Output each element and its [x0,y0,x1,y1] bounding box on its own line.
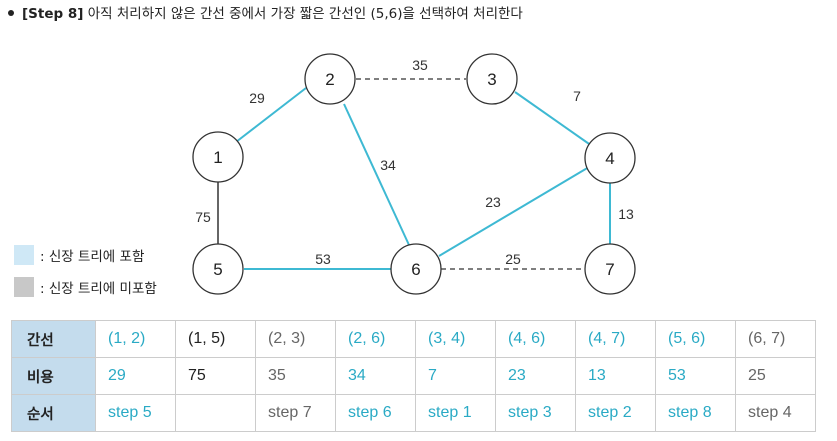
step-description: 아직 처리하지 않은 간선 중에서 가장 짧은 간선인 (5,6)을 선택하여 … [83,6,523,22]
edge-3-4 [514,91,593,147]
edge-cell: (5, 6) [655,320,736,358]
legend-included-swatch [14,245,34,265]
order-cell: step 1 [415,394,496,432]
cost-cell: 75 [175,357,256,395]
order-cell: step 4 [735,394,816,432]
edge-cell: (3, 4) [415,320,496,358]
legend-excluded: : 신장 트리에 미포함 [14,277,157,297]
edge-1-2 [235,87,307,143]
graph-diagram: 29 35 7 34 13 75 23 53 25 1 2 3 4 5 6 7 [192,53,636,295]
cost-cell: 35 [255,357,336,395]
legend-included: : 신장 트리에 포함 [14,245,144,265]
table-row-edge: 간선(1, 2)(1, 5)(2, 3)(2, 6)(3, 4)(4, 6)(4… [11,320,816,358]
node-3-label: 3 [487,70,496,89]
legend-excluded-label: : 신장 트리에 미포함 [40,281,157,297]
order-cell: step 3 [495,394,576,432]
edge-4-6 [438,166,590,257]
order-cell: step 2 [575,394,656,432]
row-header-edge: 간선 [11,320,96,358]
weight-5-6: 53 [315,251,331,267]
weight-3-4: 7 [573,88,581,104]
node-6-circle [390,243,442,295]
node-1-circle [192,131,244,183]
order-cell: step 6 [335,394,416,432]
cost-cell: 13 [575,357,656,395]
node-7-label: 7 [605,260,614,279]
weight-2-6: 34 [380,157,396,173]
weight-1-5: 75 [195,209,211,225]
weight-2-3: 35 [412,57,428,73]
node-1-label: 1 [213,148,222,167]
order-cell: step 8 [655,394,736,432]
cost-cell: 34 [335,357,416,395]
node-3-circle [466,53,518,105]
node-7-circle [584,243,636,295]
edge-2-6 [343,103,410,246]
cost-cell: 23 [495,357,576,395]
bullet-icon [8,10,14,16]
cost-cell: 53 [655,357,736,395]
node-6-label: 6 [411,260,420,279]
legend-included-label: : 신장 트리에 포함 [40,249,145,265]
edge-cell: (4, 6) [495,320,576,358]
node-2-label: 2 [325,70,334,89]
edge-cell: (1, 5) [175,320,256,358]
cost-cell: 7 [415,357,496,395]
edge-cell: (6, 7) [735,320,816,358]
node-4-label: 4 [605,149,614,168]
row-header-cost: 비용 [11,357,96,395]
step-heading: [Step 8] 아직 처리하지 않은 간선 중에서 가장 짧은 간선인 (5,… [6,4,523,24]
order-cell: step 7 [255,394,336,432]
weight-6-7: 25 [505,251,521,267]
order-cell: step 5 [95,394,176,432]
edge-cell: (1, 2) [95,320,176,358]
order-cell [175,394,256,432]
legend-excluded-swatch [14,277,34,297]
edge-cell: (2, 3) [255,320,336,358]
edge-table: 간선(1, 2)(1, 5)(2, 3)(2, 6)(3, 4)(4, 6)(4… [11,320,816,432]
node-2-circle [304,53,356,105]
node-5-label: 5 [213,260,222,279]
node-5-circle [192,243,244,295]
step-label: [Step 8] [22,6,84,22]
weight-1-2: 29 [249,90,265,106]
edge-cell: (2, 6) [335,320,416,358]
weight-4-7: 13 [618,206,634,222]
edge-cell: (4, 7) [575,320,656,358]
weight-4-6: 23 [485,194,501,210]
cost-cell: 29 [95,357,176,395]
node-4-circle [584,132,636,184]
cost-cell: 25 [735,357,816,395]
row-header-order: 순서 [11,394,96,432]
